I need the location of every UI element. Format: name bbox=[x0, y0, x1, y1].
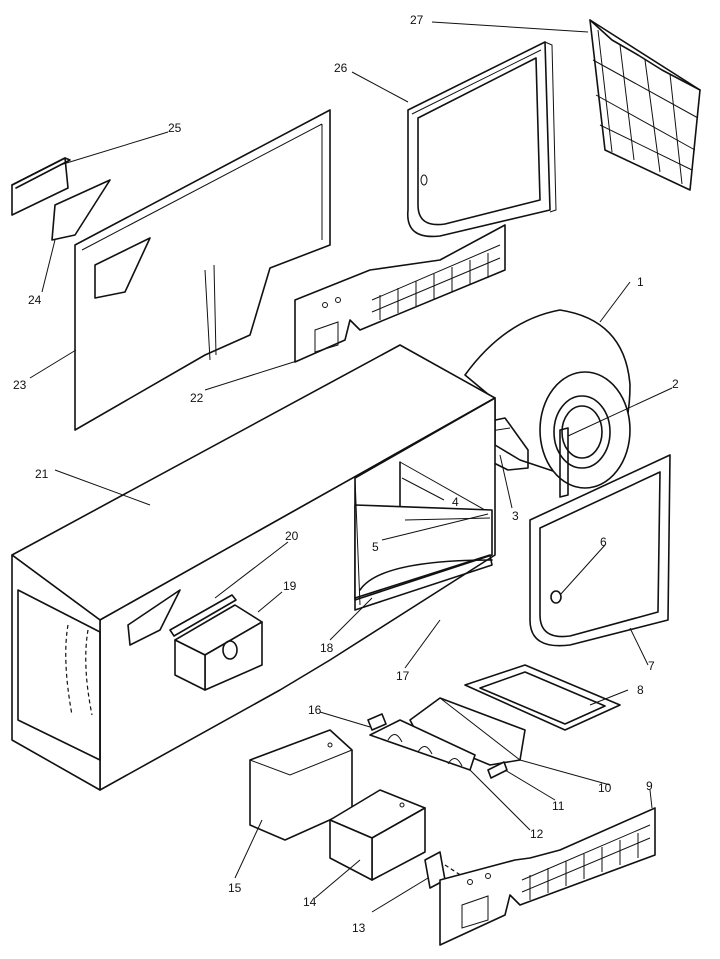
part-20-gasket-strip bbox=[169, 594, 237, 637]
callout-4: 4 bbox=[452, 495, 459, 509]
part-26-rear-panel bbox=[407, 41, 557, 238]
callout-15: 15 bbox=[228, 881, 242, 895]
callout-5: 5 bbox=[372, 540, 379, 554]
callout-14: 14 bbox=[303, 895, 317, 909]
callout-2: 2 bbox=[672, 377, 679, 391]
callout-19: 19 bbox=[283, 579, 297, 593]
part-2-blower-bracket bbox=[559, 427, 569, 498]
part-16-clip bbox=[367, 713, 387, 731]
callout-16: 16 bbox=[308, 703, 322, 717]
callout-23: 23 bbox=[13, 378, 27, 392]
callout-11: 11 bbox=[552, 799, 565, 813]
part-25-top-plate bbox=[11, 157, 71, 216]
callout-6: 6 bbox=[600, 535, 607, 549]
part-8-drain-pan bbox=[464, 664, 621, 731]
part-23-side-panel bbox=[74, 109, 331, 431]
part-12-support-rail bbox=[369, 719, 476, 771]
callout-25: 25 bbox=[168, 121, 182, 135]
part-21-main-cabinet bbox=[11, 344, 496, 791]
part-9-lower-grille bbox=[439, 807, 656, 946]
callout-9: 9 bbox=[646, 779, 653, 793]
callout-18: 18 bbox=[320, 641, 334, 655]
part-24-gasket bbox=[51, 179, 111, 241]
callout-labels: 1 2 3 4 5 6 7 8 9 10 11 12 13 14 15 16 1… bbox=[13, 13, 679, 935]
callout-21: 21 bbox=[35, 467, 49, 481]
callout-13: 13 bbox=[352, 921, 366, 935]
callout-12: 12 bbox=[530, 827, 544, 841]
leader-lines bbox=[29, 21, 673, 913]
part-1-blower-housing bbox=[464, 309, 631, 489]
callout-22: 22 bbox=[190, 391, 204, 405]
part-17-18-base-rails bbox=[354, 477, 493, 611]
part-22-upper-grille bbox=[294, 224, 506, 363]
part-4-5-internal-partitions bbox=[399, 461, 491, 521]
callout-27: 27 bbox=[410, 13, 424, 27]
callout-26: 26 bbox=[334, 61, 348, 75]
callout-17: 17 bbox=[396, 669, 410, 683]
part-27-filter-grille bbox=[589, 19, 701, 191]
callout-20: 20 bbox=[285, 529, 299, 543]
callout-1: 1 bbox=[637, 275, 644, 289]
callout-7: 7 bbox=[648, 659, 655, 673]
part-6-door-latch bbox=[550, 590, 562, 604]
part-11-clip bbox=[487, 761, 508, 779]
callout-10: 10 bbox=[598, 781, 612, 795]
callout-3: 3 bbox=[512, 509, 519, 523]
part-14-electrical-box bbox=[329, 789, 426, 881]
callout-24: 24 bbox=[28, 293, 42, 307]
callout-8: 8 bbox=[637, 683, 644, 697]
part-19-control-box bbox=[174, 604, 263, 691]
